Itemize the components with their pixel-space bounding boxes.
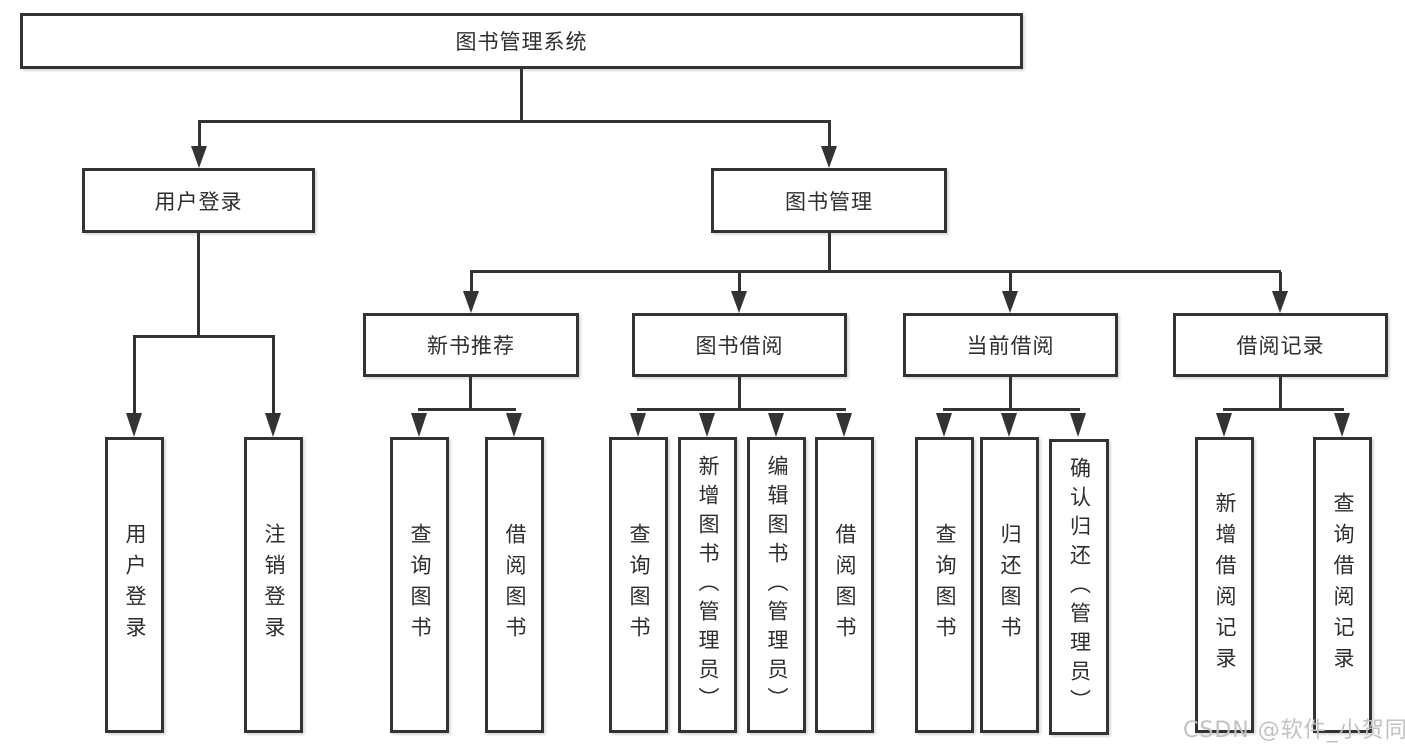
leaf-query-books-rec: 查询图书 <box>390 437 449 733</box>
node-book-management: 图书管理 <box>711 168 947 233</box>
leaf-user-login: 用户登录 <box>105 437 164 733</box>
node-label: 查询图书 <box>408 523 432 647</box>
node-label: 用户登录 <box>154 189 243 214</box>
leaf-borrow-books-borrow: 借阅图书 <box>815 437 874 733</box>
leaf-edit-books-admin: 编辑图书（管理员） <box>747 437 806 733</box>
arrowhead-down-icon <box>463 291 479 313</box>
arrowhead-down-icon <box>731 291 747 313</box>
arrowhead-down-icon <box>265 413 281 437</box>
node-user-login: 用户登录 <box>82 168 315 233</box>
connector-segment <box>133 337 136 415</box>
arrowhead-down-icon <box>506 413 522 437</box>
leaf-borrow-books-rec: 借阅图书 <box>485 437 544 733</box>
arrowhead-down-icon <box>126 413 142 437</box>
node-borrowing-records: 借阅记录 <box>1173 313 1388 377</box>
arrowhead-down-icon <box>936 413 952 437</box>
node-label: 图书管理系统 <box>455 30 588 54</box>
leaf-return-books: 归还图书 <box>980 437 1039 733</box>
connector-segment <box>469 377 472 408</box>
csdn-watermark: CSDN @软件_小贺同学 <box>1183 718 1405 743</box>
connector-segment <box>520 69 523 121</box>
node-new-book-recommendation: 新书推荐 <box>363 313 579 377</box>
connector-segment <box>133 335 275 338</box>
node-current-borrowing: 当前借阅 <box>903 313 1118 377</box>
connector-segment <box>198 120 831 123</box>
connector-segment <box>272 337 275 415</box>
connector-segment <box>1279 272 1282 292</box>
node-label: 新增借阅记录 <box>1213 492 1237 678</box>
node-label: 借阅记录 <box>1236 334 1325 358</box>
node-label: 新增图书（管理员） <box>696 454 720 716</box>
arrowhead-down-icon <box>191 146 207 168</box>
node-label: 查询图书 <box>933 523 957 647</box>
connector-segment <box>1009 377 1012 408</box>
connector-segment <box>637 408 846 411</box>
node-label: 查询借阅记录 <box>1331 492 1355 678</box>
connector-segment <box>418 408 516 411</box>
connector-segment <box>198 122 201 148</box>
node-label: 查询图书 <box>627 523 651 647</box>
leaf-confirm-return-admin: 确认归还（管理员） <box>1049 439 1109 735</box>
arrowhead-down-icon <box>1070 413 1086 437</box>
connector-segment <box>828 233 831 271</box>
arrowhead-down-icon <box>1216 413 1232 437</box>
arrowhead-down-icon <box>1002 291 1018 313</box>
connector-segment <box>738 377 741 408</box>
node-label: 新书推荐 <box>427 334 515 358</box>
connector-segment <box>943 408 1080 411</box>
leaf-add-books-admin: 新增图书（管理员） <box>678 437 737 733</box>
node-label: 用户登录 <box>123 523 147 647</box>
arrowhead-down-icon <box>1001 413 1017 437</box>
node-label: 当前借阅 <box>966 334 1055 358</box>
arrowhead-down-icon <box>768 413 784 437</box>
connector-segment <box>470 270 1281 273</box>
connector-segment <box>1279 377 1282 408</box>
connector-segment <box>197 233 200 335</box>
node-label: 确认归还（管理员） <box>1067 456 1092 718</box>
node-label: 图书管理 <box>785 189 873 214</box>
node-book-borrowing: 图书借阅 <box>632 313 847 377</box>
connector-segment <box>470 272 473 292</box>
arrowhead-down-icon <box>630 413 646 437</box>
arrowhead-down-icon <box>411 413 427 437</box>
node-library-management-system: 图书管理系统 <box>20 13 1023 69</box>
leaf-query-borrow-record: 查询借阅记录 <box>1313 437 1372 733</box>
arrowhead-down-icon <box>821 146 837 168</box>
connector-segment <box>1223 408 1344 411</box>
arrowhead-down-icon <box>1272 291 1288 313</box>
node-label: 图书借阅 <box>695 334 784 358</box>
node-label: 借阅图书 <box>503 523 527 647</box>
node-label: 编辑图书（管理员） <box>765 454 789 716</box>
leaf-query-books-current: 查询图书 <box>915 437 974 733</box>
arrowhead-down-icon <box>836 413 852 437</box>
arrowhead-down-icon <box>1334 413 1350 437</box>
leaf-add-borrow-record: 新增借阅记录 <box>1195 437 1254 733</box>
connector-segment <box>738 272 741 292</box>
arrowhead-down-icon <box>699 413 715 437</box>
node-label: 归还图书 <box>998 523 1022 647</box>
node-label: 借阅图书 <box>833 523 857 647</box>
leaf-logout: 注销登录 <box>244 437 303 733</box>
node-label: 注销登录 <box>262 523 286 647</box>
connector-segment <box>1009 272 1012 292</box>
leaf-query-books-borrow: 查询图书 <box>609 437 668 733</box>
connector-segment <box>828 122 831 148</box>
